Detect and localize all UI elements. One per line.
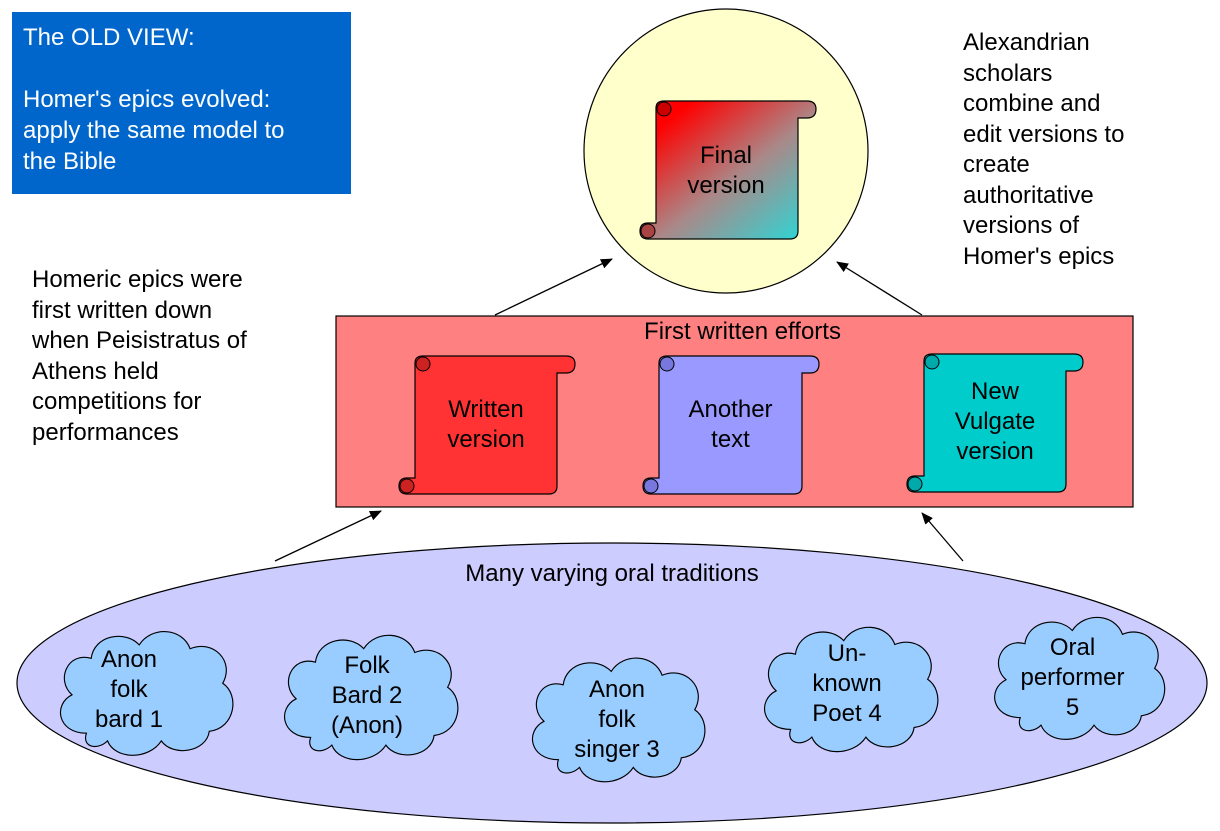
old-view-title: The OLD VIEW:	[23, 24, 195, 51]
old-view-line: the Bible	[23, 148, 117, 175]
cloud-line: (Anon)	[330, 712, 404, 739]
cloud-line: Poet 4	[812, 700, 882, 727]
cloud-line: folk	[598, 706, 636, 733]
arrow-efforts-to-final-left	[494, 258, 613, 316]
scroll-line: version	[447, 426, 525, 453]
cloud-label-3: Anon folk singer 3	[547, 675, 687, 765]
cloud-line: singer 3	[574, 736, 660, 763]
peisistratus-note: Homeric epics were first written down wh…	[32, 265, 247, 448]
arrow-oral-to-efforts-right	[921, 512, 964, 562]
note-line: Athens held	[32, 357, 159, 385]
old-view-box: The OLD VIEW: Homer's epics evolved: app…	[12, 12, 351, 194]
cloud-line: performer	[1020, 664, 1125, 691]
cloud-line: known	[812, 670, 882, 697]
scroll-line: Written	[448, 396, 524, 423]
scroll-line: Vulgate	[954, 408, 1036, 435]
cloud-label-4: Un- known Poet 4	[777, 639, 917, 729]
cloud-line: Oral	[1049, 634, 1096, 661]
note-line: scholars	[963, 59, 1053, 87]
final-line: version	[687, 172, 765, 199]
scroll-label-written: Written version	[415, 395, 557, 455]
scroll-label-vulgate: New Vulgate version	[924, 377, 1066, 467]
new-vulgate-scroll	[906, 353, 1084, 493]
cloud-line: Un-	[827, 640, 867, 667]
scroll-line: New	[970, 378, 1019, 405]
written-version-scroll	[398, 355, 576, 495]
scroll-line: text	[711, 426, 750, 453]
cloud-line: folk	[110, 676, 148, 703]
note-line: create	[963, 151, 1030, 178]
oral-traditions-title: Many varying oral traditions	[465, 560, 759, 587]
note-line: versions of	[963, 212, 1080, 239]
old-view-line: Homer's epics evolved:	[23, 86, 271, 113]
cloud-line: 5	[1065, 694, 1080, 721]
scroll-line: version	[956, 438, 1034, 465]
note-line: combine and	[963, 90, 1101, 117]
final-label: Final version	[640, 141, 812, 201]
scroll-label-another: Another text	[659, 395, 802, 455]
written-efforts-title: First written efforts	[644, 318, 841, 345]
note-line: Alexandrian	[963, 29, 1090, 56]
alexandrian-note: Alexandrian scholars combine and edit ve…	[963, 28, 1124, 272]
cloud-line: Anon	[100, 646, 158, 673]
cloud-label-1: Anon folk bard 1	[59, 645, 199, 735]
old-view-line: apply the same model to	[23, 117, 285, 144]
note-line: when Peisistratus of	[32, 327, 247, 354]
final-scroll	[639, 100, 817, 240]
note-line: Homer's epics	[963, 242, 1115, 270]
note-line: edit versions to	[963, 120, 1125, 148]
cloud-line: Folk	[344, 652, 390, 679]
note-line: competitions for	[32, 388, 202, 415]
arrow-oral-to-efforts-left	[274, 510, 382, 562]
note-line: first written down	[32, 296, 213, 324]
note-line: Homeric epics were	[32, 266, 243, 293]
scroll-line: Another	[688, 396, 773, 423]
cloud-line: Bard 2	[331, 682, 403, 709]
cloud-label-2: Folk Bard 2 (Anon)	[297, 651, 437, 741]
cloud-label-5: Oral performer 5	[995, 633, 1150, 723]
arrow-efforts-to-final-right	[836, 261, 923, 316]
note-line: authoritative	[963, 181, 1094, 209]
note-line: performances	[32, 418, 179, 446]
final-line: Final	[699, 142, 753, 169]
cloud-line: bard 1	[94, 706, 164, 733]
another-text-scroll	[642, 355, 820, 495]
arrows	[274, 258, 964, 562]
cloud-line: Anon	[588, 676, 646, 703]
